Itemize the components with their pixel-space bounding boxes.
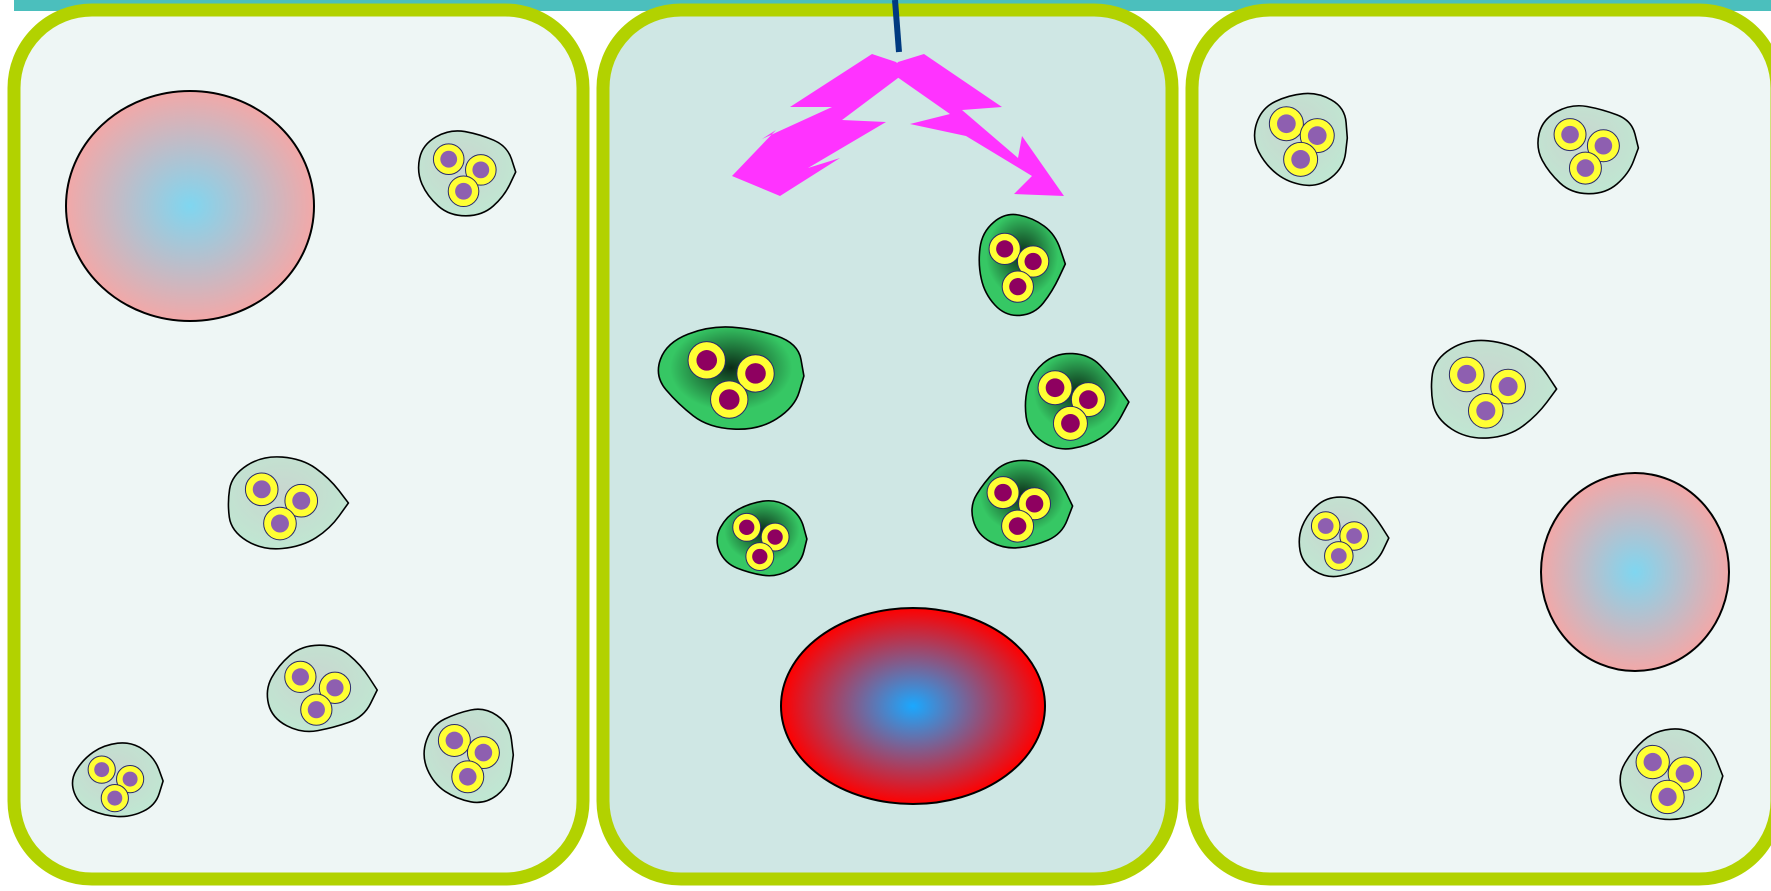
granule-core — [1277, 114, 1296, 134]
vesicle-layer — [71, 92, 1724, 821]
granule-core — [739, 519, 755, 535]
granule-core — [326, 679, 344, 697]
granule-core — [718, 389, 740, 410]
granule-core — [472, 161, 490, 179]
granule-core — [458, 768, 477, 786]
granule-core — [122, 771, 138, 787]
granule-core — [291, 668, 309, 686]
lightning-arrow-right — [890, 54, 1064, 196]
granule-core — [1643, 752, 1662, 772]
granule-core — [94, 762, 110, 778]
granule-core — [474, 743, 493, 762]
granule-core — [994, 483, 1012, 502]
granule-core — [1561, 125, 1579, 144]
vesicle-center — [1024, 352, 1130, 450]
vesicle-right — [1537, 104, 1640, 195]
vesicle-left — [71, 742, 164, 818]
granule-core — [252, 480, 271, 499]
vesicle-left — [227, 456, 350, 550]
nucleus-left — [65, 90, 315, 322]
granule-core — [1061, 414, 1080, 433]
granule-core — [1008, 517, 1027, 535]
granule-core — [1594, 136, 1613, 155]
granule-core — [445, 731, 464, 750]
vesicle-left — [423, 708, 515, 804]
granule-core — [996, 240, 1014, 258]
granule-core — [455, 182, 472, 200]
vesicle-right — [1619, 728, 1724, 821]
granule-core — [1498, 377, 1518, 397]
granule-core — [307, 701, 325, 719]
vesicle-center — [716, 499, 808, 577]
granule-core — [1675, 764, 1694, 783]
vesicle-center — [978, 213, 1067, 317]
receptor-stalk-icon — [892, 0, 902, 53]
granule-core — [1576, 159, 1595, 177]
granule-core — [1045, 378, 1065, 398]
granule-core — [1307, 126, 1327, 145]
vesicle-right — [1430, 339, 1558, 439]
vesicle-center — [971, 459, 1074, 549]
granule-core — [1346, 528, 1362, 544]
nucleus-center-activated — [780, 607, 1046, 805]
vesicle-left — [417, 130, 517, 217]
granule-core — [752, 548, 768, 565]
granule-core — [1025, 494, 1044, 513]
vesicle-right — [1253, 92, 1349, 187]
lightning-arrow-left — [732, 54, 906, 196]
granule-core — [1317, 518, 1334, 534]
granule-core — [270, 514, 289, 533]
lightning-arrows-icon — [732, 54, 1064, 196]
vesicle-center — [657, 326, 805, 431]
granule-core — [1476, 401, 1496, 421]
granule-core — [1009, 278, 1027, 296]
granule-core — [107, 790, 123, 806]
granule-core — [767, 529, 783, 545]
granule-core — [1079, 390, 1098, 409]
granule-core — [1457, 364, 1477, 385]
granule-core — [292, 491, 311, 510]
granule-core — [1658, 787, 1677, 807]
vesicle-left — [266, 644, 379, 733]
granule-core — [745, 363, 766, 384]
vesicle-right — [1298, 496, 1390, 578]
granule-core — [440, 150, 458, 168]
granule-core — [696, 350, 718, 371]
granule-core — [1330, 548, 1347, 564]
granule-core — [1024, 252, 1042, 271]
nucleus-right — [1540, 472, 1730, 672]
granule-core — [1291, 150, 1310, 169]
